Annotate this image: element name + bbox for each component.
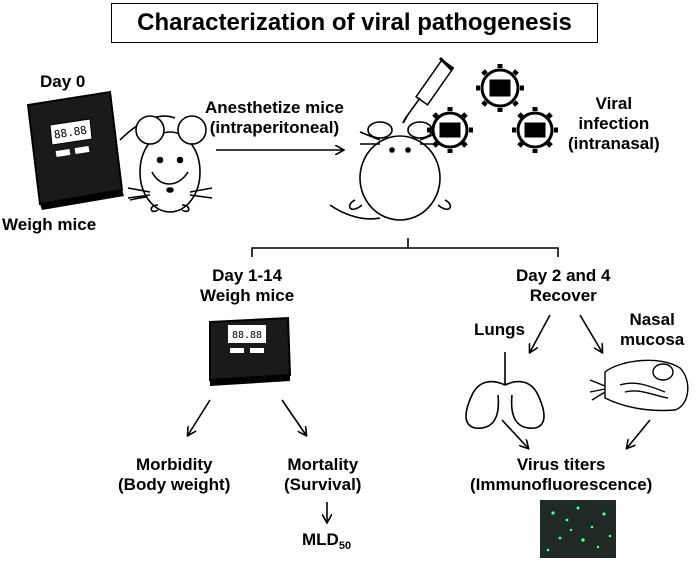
arrow-mortality	[281, 399, 306, 435]
titers-line1: Virus titers	[516, 455, 606, 474]
day0-label: Day 0	[40, 72, 86, 91]
mortality-label: Mortality (Survival)	[284, 455, 361, 495]
morbidity-label: Morbidity (Body weight)	[118, 455, 230, 495]
lungs-icon	[465, 352, 545, 429]
anesthetize-line2: (intraperitoneal)	[209, 118, 340, 137]
branch-left-label: Day 1-14 Weigh mice	[200, 266, 294, 306]
nasal-line2: mucosa	[620, 330, 685, 349]
anesthetize-label: Anesthetize mice (intraperitoneal)	[205, 98, 344, 138]
virus-icons	[427, 64, 558, 153]
mld-subscript: 50	[338, 540, 352, 552]
mld-base: MLD	[302, 530, 339, 549]
nasal-line1: Nasal	[629, 310, 675, 329]
virus-titers-label: Virus titers (Immunofluorescence)	[470, 455, 652, 495]
mld50-label: MLD50	[302, 530, 351, 556]
scale-display-text: 88.88	[53, 124, 88, 142]
mouse-icon	[119, 115, 213, 213]
morbidity-line1: Morbidity	[135, 455, 213, 474]
anesthetized-mouse-icon	[329, 121, 452, 221]
weigh-mice-label: Weigh mice	[2, 215, 97, 234]
branch-right-line1: Day 2 and 4	[516, 266, 611, 285]
lungs-label: Lungs	[474, 320, 525, 339]
infection-line1: Viral	[595, 94, 633, 113]
scale-icon-day0: 88.88	[26, 90, 124, 210]
arrow-nasal	[579, 314, 602, 352]
arrow-morbidity	[188, 399, 211, 435]
arrow-lungs	[530, 314, 551, 352]
anesthetize-line1: Anesthetize mice	[205, 98, 344, 117]
scale-display-text-2: 88.88	[232, 330, 262, 341]
page-title: Characterization of viral pathogenesis	[111, 3, 598, 43]
mortality-line1: Mortality	[287, 455, 359, 474]
immunofluorescence-image	[540, 500, 616, 558]
branch-right-line2: Recover	[529, 286, 597, 305]
nasal-mucosa-label: Nasal mucosa	[620, 310, 684, 350]
branch-right-label: Day 2 and 4 Recover	[516, 266, 611, 306]
arrow-titers-right	[627, 419, 651, 448]
nasal-mucosa-icon	[589, 359, 689, 412]
pipette-icon	[402, 56, 455, 124]
branch-bracket	[251, 238, 559, 257]
morbidity-line2: (Body weight)	[118, 475, 231, 494]
mortality-line2: (Survival)	[284, 475, 362, 494]
infection-line3: (intranasal)	[568, 134, 660, 153]
scale-icon-day1-14: 88.88	[209, 316, 292, 386]
branch-left-line2: Weigh mice	[200, 286, 295, 305]
arrow-titers-left	[501, 419, 528, 448]
branch-left-line1: Day 1-14	[212, 266, 283, 285]
titers-line2: (Immunofluorescence)	[470, 475, 653, 494]
viral-infection-label: Viral infection (intranasal)	[568, 94, 660, 154]
infection-line2: infection	[578, 114, 650, 133]
